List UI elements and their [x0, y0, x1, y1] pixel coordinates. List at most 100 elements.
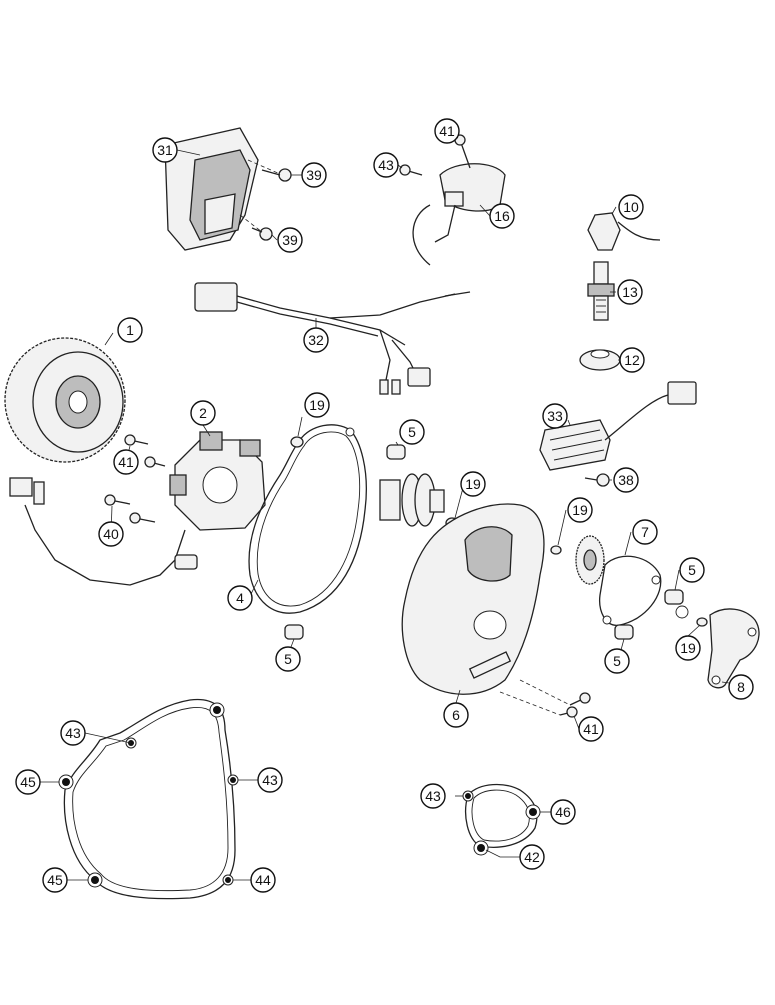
callout-42: 42: [519, 844, 545, 870]
svg-text:38: 38: [618, 472, 634, 488]
gasket-7-part: [599, 555, 662, 626]
o-ring-19-right: [675, 605, 689, 619]
svg-text:1: 1: [126, 322, 134, 338]
callout-5-middle: 5: [604, 648, 630, 674]
svg-text:7: 7: [641, 524, 649, 540]
svg-text:43: 43: [262, 772, 278, 788]
svg-text:5: 5: [688, 562, 696, 578]
callout-44: 44: [250, 867, 276, 893]
svg-text:45: 45: [47, 872, 63, 888]
callout-41-left: 41: [113, 449, 139, 475]
callout-31: 31: [152, 137, 178, 163]
svg-text:19: 19: [572, 502, 588, 518]
svg-text:44: 44: [255, 872, 271, 888]
wiring-harness-part: [194, 282, 471, 395]
ignition-cover-part: [401, 503, 571, 716]
svg-text:41: 41: [583, 721, 599, 737]
svg-text:19: 19: [680, 640, 696, 656]
callout-32: 32: [303, 327, 329, 353]
starter-gear-part: [379, 473, 445, 527]
callout-1: 1: [117, 317, 143, 343]
callout-41-top: 41: [434, 118, 460, 144]
svg-text:16: 16: [494, 208, 510, 224]
svg-text:32: 32: [308, 332, 324, 348]
svg-text:2: 2: [199, 405, 207, 421]
callout-39-upper: 39: [301, 162, 327, 188]
spark-plug-seal-part: [579, 349, 621, 371]
callout-33: 33: [542, 403, 568, 429]
callout-45-lower: 45: [42, 867, 68, 893]
svg-text:41: 41: [118, 454, 134, 470]
washer-19-cover: [696, 617, 708, 627]
bolts-40-stator: [104, 494, 156, 524]
callout-19-lower: 19: [675, 635, 701, 661]
callout-4: 4: [227, 585, 253, 611]
callout-5-top: 5: [399, 419, 425, 445]
callout-5-right: 5: [679, 557, 705, 583]
callout-43-gasket-right: 43: [257, 767, 283, 793]
callout-10: 10: [618, 194, 644, 220]
svg-text:45: 45: [20, 774, 36, 790]
small-cover-part: [707, 608, 760, 689]
bolts-41-stator: [124, 434, 166, 468]
svg-text:46: 46: [555, 804, 571, 820]
svg-text:19: 19: [465, 476, 481, 492]
small-gasket-part: [462, 783, 541, 856]
intermediate-gear-part: [575, 535, 605, 585]
svg-text:4: 4: [236, 590, 244, 606]
callout-16: 16: [489, 203, 515, 229]
svg-text:39: 39: [306, 167, 322, 183]
callout-19-middle: 19: [460, 471, 486, 497]
svg-text:19: 19: [309, 397, 325, 413]
callout-8: 8: [728, 674, 754, 700]
svg-text:10: 10: [623, 199, 639, 215]
callout-2: 2: [190, 400, 216, 426]
svg-text:42: 42: [524, 849, 540, 865]
svg-text:41: 41: [439, 123, 455, 139]
control-unit-part: [164, 127, 281, 251]
callout-43-top: 43: [373, 152, 399, 178]
large-gasket-part: [58, 698, 239, 900]
callout-7: 7: [632, 519, 658, 545]
dowel-5-middle: [614, 624, 634, 640]
dowel-5-lower-left: [284, 624, 304, 640]
svg-text:13: 13: [622, 284, 638, 300]
flywheel-part: [4, 337, 126, 463]
bolt-38: [584, 473, 610, 487]
washer-19-right: [550, 545, 562, 555]
leader-lines: [40, 130, 730, 881]
callout-41-lower: 41: [578, 716, 604, 742]
bolt-39-upper: [261, 168, 292, 182]
svg-text:40: 40: [103, 526, 119, 542]
callout-19-right: 19: [567, 497, 593, 523]
stator-part: [9, 431, 266, 586]
svg-text:6: 6: [452, 707, 460, 723]
svg-text:33: 33: [547, 408, 563, 424]
bolts-41-cover: [559, 692, 591, 718]
bolt-39-lower: [251, 227, 273, 241]
svg-text:12: 12: [624, 352, 640, 368]
callout-40: 40: [98, 521, 124, 547]
spark-plug-cap-part: [587, 212, 661, 251]
callout-5-left: 5: [275, 646, 301, 672]
voltage-regulator-part: [539, 381, 697, 471]
svg-text:8: 8: [737, 679, 745, 695]
callout-13: 13: [617, 279, 643, 305]
callout-38: 38: [613, 467, 639, 493]
svg-text:5: 5: [408, 424, 416, 440]
dowel-19-upper: [290, 436, 304, 448]
callout-12: 12: [619, 347, 645, 373]
callout-43-gasket-top: 43: [60, 720, 86, 746]
callout-6: 6: [443, 702, 469, 728]
dowel-5-upper: [386, 444, 406, 460]
callout-45-upper: 45: [15, 769, 41, 795]
svg-text:5: 5: [613, 653, 621, 669]
svg-text:43: 43: [378, 157, 394, 173]
spark-plug-part: [587, 261, 615, 321]
svg-text:43: 43: [65, 725, 81, 741]
callout-39-lower: 39: [277, 227, 303, 253]
svg-text:31: 31: [157, 142, 173, 158]
callout-43-small-gasket: 43: [420, 783, 446, 809]
svg-text:5: 5: [284, 651, 292, 667]
